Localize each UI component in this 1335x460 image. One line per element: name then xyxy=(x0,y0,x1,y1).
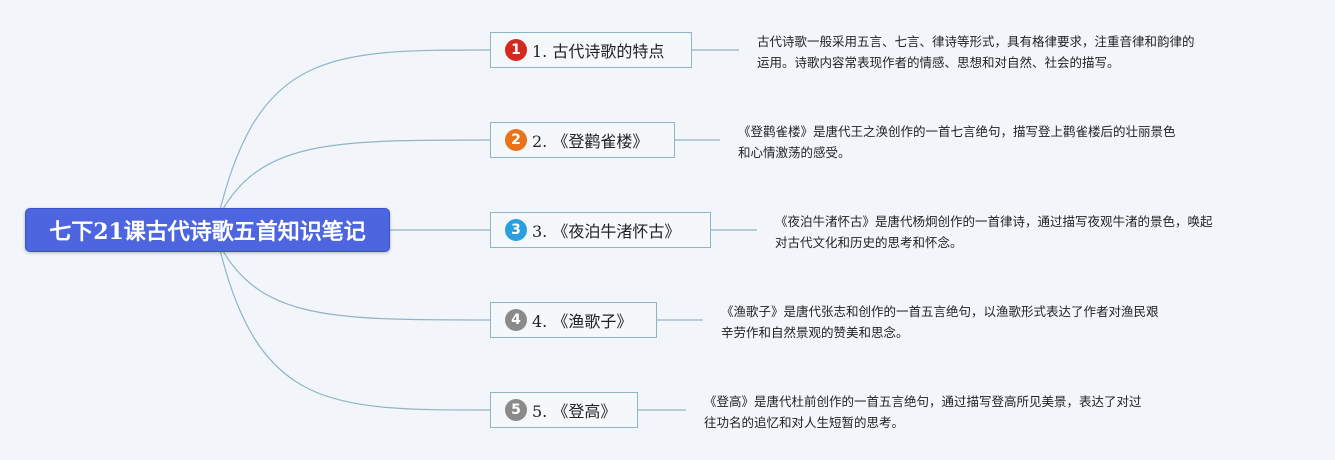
branch-label: 2. 《登鹳雀楼》 xyxy=(532,132,649,151)
connector-curve-5 xyxy=(217,241,491,411)
description-line: 和心情激荡的感受。 xyxy=(738,145,851,160)
description-line: 往功名的追忆和对人生短暂的思考。 xyxy=(704,415,905,430)
description-line: 《登鹳雀楼》是唐代王之涣创作的一首七言绝句，描写登上鹳雀楼后的壮丽景色 xyxy=(738,124,1176,139)
connector-curve-1 xyxy=(217,49,491,219)
branch-label: 1. 古代诗歌的特点 xyxy=(532,42,665,61)
connector-curve-2 xyxy=(217,139,491,219)
number-2-icon: 2 xyxy=(505,129,527,151)
branch-label: 4. 《渔歌子》 xyxy=(532,312,633,331)
description-line: 《渔歌子》是唐代张志和创作的一首五言绝句，以渔歌形式表达了作者对渔民艰 xyxy=(721,304,1159,319)
description-line: 《登高》是唐代杜前创作的一首五言绝句，通过描写登高所见美景，表达了对过 xyxy=(704,394,1142,409)
description-line: 《夜泊牛渚怀古》是唐代杨炯创作的一首律诗，通过描写夜观牛渚的景色，唤起 xyxy=(775,214,1213,229)
branch-description-2[interactable]: 《登鹳雀楼》是唐代王之涣创作的一首七言绝句，描写登上鹳雀楼后的壮丽景色 和心情激… xyxy=(738,121,1176,163)
branch-label: 3. 《夜泊牛渚怀古》 xyxy=(532,222,681,241)
branch-topic-2[interactable]: 2 2. 《登鹳雀楼》 xyxy=(490,122,675,158)
branch-description-4[interactable]: 《渔歌子》是唐代张志和创作的一首五言绝句，以渔歌形式表达了作者对渔民艰 辛劳作和… xyxy=(721,301,1159,343)
branch-description-5[interactable]: 《登高》是唐代杜前创作的一首五言绝句，通过描写登高所见美景，表达了对过 往功名的… xyxy=(704,391,1142,433)
branch-topic-3[interactable]: 3 3. 《夜泊牛渚怀古》 xyxy=(490,212,711,248)
number-4-icon: 4 xyxy=(505,309,527,331)
connector-curve-4 xyxy=(217,241,491,321)
number-5-icon: 5 xyxy=(505,399,527,421)
branch-topic-4[interactable]: 4 4. 《渔歌子》 xyxy=(490,302,657,338)
branch-topic-1[interactable]: 1 1. 古代诗歌的特点 xyxy=(490,32,692,68)
number-1-icon: 1 xyxy=(505,39,527,61)
branch-description-3[interactable]: 《夜泊牛渚怀古》是唐代杨炯创作的一首律诗，通过描写夜观牛渚的景色，唤起 对古代文… xyxy=(775,211,1213,253)
description-line: 对古代文化和历史的思考和怀念。 xyxy=(775,235,963,250)
branch-topic-5[interactable]: 5 5. 《登高》 xyxy=(490,392,638,428)
description-line: 运用。诗歌内容常表现作者的情感、思想和对自然、社会的描写。 xyxy=(757,55,1120,70)
branch-description-1[interactable]: 古代诗歌一般采用五言、七言、律诗等形式，具有格律要求，注重音律和韵律的 运用。诗… xyxy=(757,31,1195,73)
description-line: 辛劳作和自然景观的赞美和思念。 xyxy=(721,325,909,340)
description-line: 古代诗歌一般采用五言、七言、律诗等形式，具有格律要求，注重音律和韵律的 xyxy=(757,34,1195,49)
root-topic[interactable]: 七下21课古代诗歌五首知识笔记 xyxy=(25,208,390,252)
number-3-icon: 3 xyxy=(505,219,527,241)
branch-label: 5. 《登高》 xyxy=(532,402,617,421)
